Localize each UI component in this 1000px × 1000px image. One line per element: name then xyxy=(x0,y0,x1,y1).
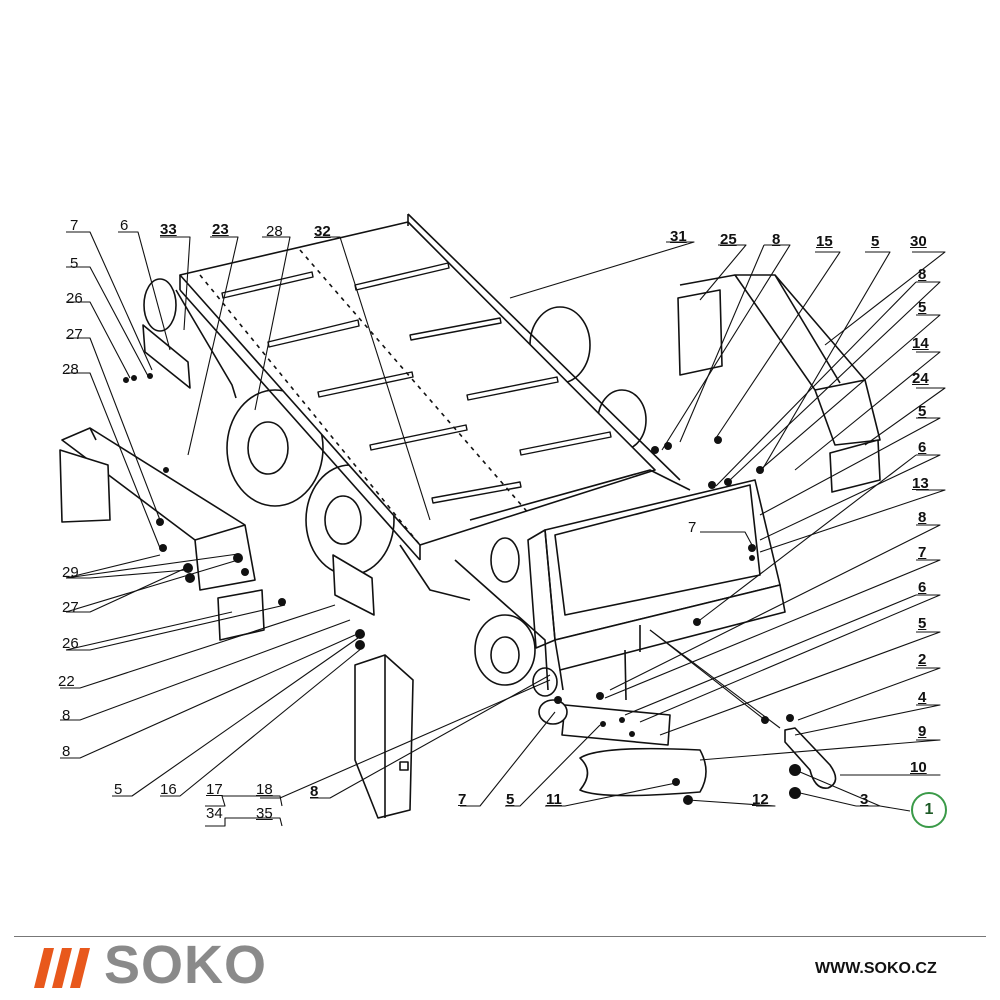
part-label: 17 xyxy=(206,781,223,798)
part-label: 23 xyxy=(212,221,229,238)
part-label: 6 xyxy=(918,439,927,456)
part-label: 10 xyxy=(910,759,927,776)
part-label: 7 xyxy=(458,791,467,808)
part-label: 7 xyxy=(918,544,927,561)
part-label: 7 xyxy=(688,519,697,536)
fender-left xyxy=(61,427,256,591)
cover-plate-16 xyxy=(354,654,414,819)
part-label: 29 xyxy=(62,564,79,581)
part-label: 28 xyxy=(266,223,283,240)
part-label: 8 xyxy=(918,509,927,526)
part-label: 28 xyxy=(62,361,79,378)
part-label: 8 xyxy=(772,231,781,248)
chassis xyxy=(143,278,558,697)
part-label: 6 xyxy=(918,579,927,596)
drawbar-plate-5 xyxy=(538,699,671,746)
part-label: 18 xyxy=(256,781,273,798)
part-label: 7 xyxy=(70,217,79,234)
part-label: 30 xyxy=(910,233,927,250)
part-label: 12 xyxy=(752,791,769,808)
brand-logo-text: SOKO xyxy=(104,935,268,995)
part-label: 4 xyxy=(918,689,927,706)
leader-lines xyxy=(60,231,946,827)
part-label: 24 xyxy=(912,370,929,387)
part-label: 25 xyxy=(720,231,737,248)
part-label: 9 xyxy=(918,723,927,740)
part-label: 16 xyxy=(160,781,177,798)
part-label: 5 xyxy=(918,299,927,316)
part-label: 11 xyxy=(546,791,562,808)
footer-divider xyxy=(14,936,986,937)
part-label: 35 xyxy=(256,805,273,822)
part-label: 32 xyxy=(314,223,331,240)
fasteners xyxy=(123,373,801,805)
part-label: 27 xyxy=(66,326,83,343)
conveyor-bed xyxy=(179,213,681,561)
part-label: 8 xyxy=(62,707,71,724)
mudflap-25 xyxy=(677,289,723,376)
part-label: 26 xyxy=(66,290,83,307)
cover-plate-22 xyxy=(332,554,375,616)
guard-right xyxy=(679,274,881,446)
part-label: 31 xyxy=(670,228,687,245)
part-label: 3 xyxy=(860,791,869,808)
part-label: 5 xyxy=(871,233,880,250)
hitch-cover-11 xyxy=(579,747,707,797)
hitch-eye-4 xyxy=(784,727,837,789)
part-label: 5 xyxy=(918,615,927,632)
mudflap-24 xyxy=(829,439,881,493)
soko-logo-icon xyxy=(34,948,90,988)
front-hopper xyxy=(469,469,786,701)
part-label: 8 xyxy=(310,783,319,800)
part-label: 8 xyxy=(62,743,71,760)
part-label: 27 xyxy=(62,599,79,616)
part-label: 8 xyxy=(918,266,927,283)
part-label: 5 xyxy=(114,781,123,798)
website-url[interactable]: WWW.SOKO.CZ xyxy=(815,960,937,977)
bracket-33 xyxy=(142,324,191,389)
mudflap-left xyxy=(59,449,111,523)
part-label: 5 xyxy=(918,403,927,420)
part-label: 2 xyxy=(918,651,927,668)
part-label: 13 xyxy=(912,475,929,492)
part-label: 5 xyxy=(70,255,79,272)
part-label: 22 xyxy=(58,673,75,690)
part-label: 34 xyxy=(206,805,223,822)
part-label: 33 xyxy=(160,221,177,238)
part-label: 5 xyxy=(506,791,515,808)
part-label: 14 xyxy=(912,335,929,352)
part-label: 15 xyxy=(816,233,833,250)
part-label: 6 xyxy=(120,217,129,234)
callout-circle: 1 xyxy=(911,792,947,828)
wheel-rear-left xyxy=(226,389,324,507)
part-label: 26 xyxy=(62,635,79,652)
conveyor-slats xyxy=(221,262,612,504)
